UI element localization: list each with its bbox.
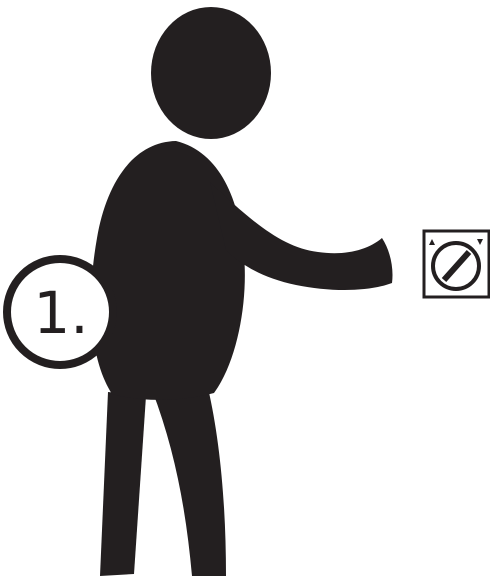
person-head bbox=[151, 7, 271, 139]
person-torso bbox=[91, 141, 245, 400]
person-front-leg bbox=[152, 388, 226, 576]
rotary-dial-switch-icon bbox=[424, 231, 489, 297]
person-reaching-icon bbox=[91, 7, 392, 576]
step-badge: 1. bbox=[7, 259, 113, 365]
step-number: 1. bbox=[33, 279, 88, 347]
person-back-leg bbox=[100, 392, 146, 576]
